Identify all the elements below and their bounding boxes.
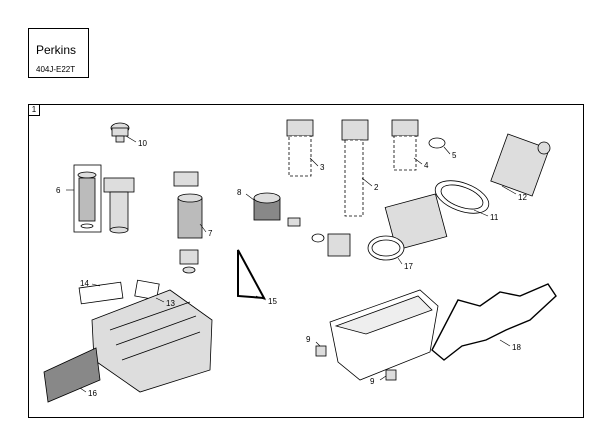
- part-cover-gasket-right[interactable]: [134, 279, 160, 301]
- part-fuel-filter[interactable]: [173, 171, 203, 274]
- sheet-tab: 1: [28, 104, 40, 116]
- callout-15: 15: [268, 297, 277, 306]
- part-drain-plug-upper[interactable]: [315, 345, 327, 357]
- diagram-frame: [28, 104, 584, 418]
- part-fuel-filter-element[interactable]: [73, 164, 102, 233]
- callout-11: 11: [490, 213, 499, 222]
- part-air-filter-element[interactable]: [431, 174, 493, 219]
- callout-12: 12: [518, 193, 527, 202]
- part-strainer-element[interactable]: [341, 119, 369, 217]
- callout-8: 8: [237, 188, 242, 197]
- brand-name: Perkins: [36, 43, 77, 57]
- callout-17: 17: [404, 262, 413, 271]
- callout-16: 16: [88, 389, 97, 398]
- part-rocker-cover-gasket[interactable]: [431, 283, 557, 361]
- title-block: Perkins 404J-E22T: [28, 28, 89, 78]
- part-oil-pan[interactable]: [329, 289, 439, 381]
- part-intake-gasket[interactable]: [367, 235, 405, 261]
- part-oil-filter-adapter[interactable]: [287, 217, 351, 257]
- callout-6: 6: [56, 186, 61, 195]
- part-water-separator[interactable]: [391, 119, 419, 171]
- part-fuel-filter-housing[interactable]: [103, 177, 135, 234]
- callout-4: 4: [424, 161, 429, 170]
- part-filter-housing-bowl[interactable]: [286, 119, 314, 177]
- part-panel-filter[interactable]: [43, 347, 101, 403]
- leader-lines: [66, 135, 517, 393]
- callout-9-upper: 9: [306, 335, 311, 344]
- callout-13: 13: [166, 299, 175, 308]
- part-oil-filter[interactable]: [253, 192, 281, 221]
- callout-18: 18: [512, 343, 521, 352]
- callout-2: 2: [374, 183, 379, 192]
- part-o-ring[interactable]: [428, 137, 446, 149]
- callout-3: 3: [320, 163, 325, 172]
- part-engine-block[interactable]: [91, 289, 213, 393]
- part-oil-filler-cap[interactable]: [110, 122, 130, 143]
- part-fan-belt[interactable]: [237, 249, 266, 300]
- callout-14: 14: [80, 279, 89, 288]
- part-cover-gasket-left[interactable]: [78, 281, 124, 305]
- part-drain-plug-lower[interactable]: [385, 369, 397, 381]
- part-air-cleaner-housing[interactable]: [490, 133, 551, 197]
- callout-7: 7: [208, 229, 213, 238]
- callout-9-lower: 9: [370, 377, 375, 386]
- callout-5: 5: [452, 151, 457, 160]
- callout-10: 10: [138, 139, 147, 148]
- model-number: 404J-E22T: [36, 65, 76, 74]
- part-intake-silencer[interactable]: [384, 193, 448, 251]
